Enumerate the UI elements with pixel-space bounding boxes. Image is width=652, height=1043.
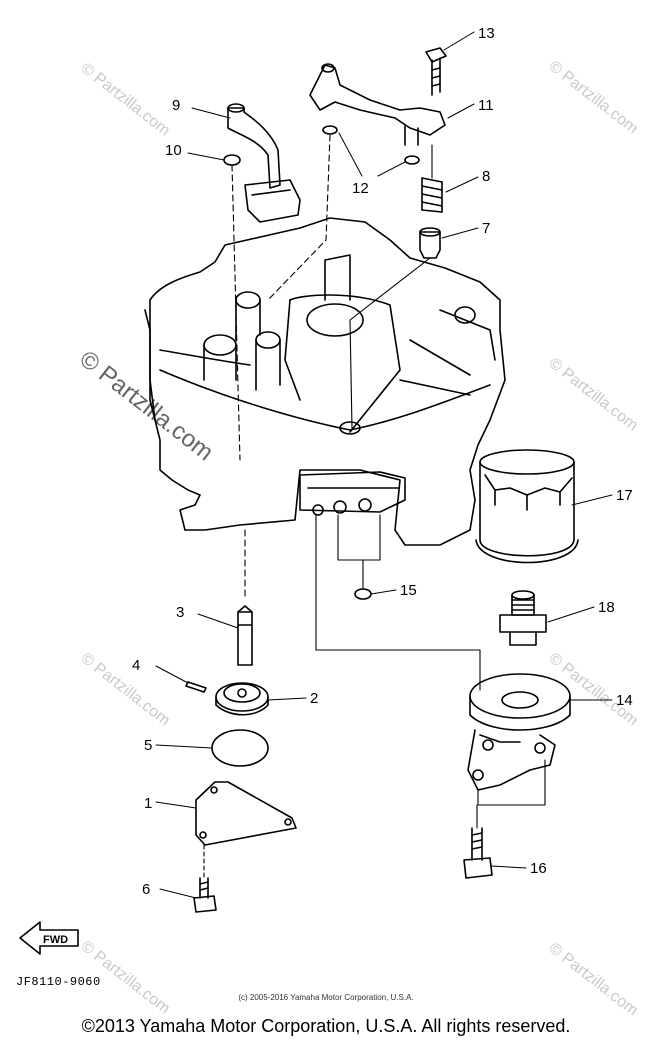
watermark: © Partzilla.com: [546, 650, 641, 730]
footer-copyright: ©2013 Yamaha Motor Corporation, U.S.A. A…: [81, 1016, 571, 1036]
callout-14: 14: [616, 692, 633, 709]
callout-17: 17: [616, 487, 633, 504]
pump-cover: [195, 781, 297, 846]
diagram-id: JF8110-9060: [16, 975, 101, 989]
callout-16: 16: [530, 860, 547, 877]
o-ring: [223, 154, 241, 166]
watermarks: © Partzilla.com © Partzilla.com © Partzi…: [74, 58, 641, 1020]
fwd-arrow: [19, 921, 79, 955]
relief-valve-bracket: [309, 63, 446, 146]
small-copyright: (c) 2005-2016 Yamaha Motor Corporation, …: [238, 993, 414, 1002]
watermark: © Partzilla.com: [74, 345, 218, 466]
callout-2: 2: [310, 690, 318, 707]
callout-18: 18: [598, 599, 615, 616]
leader-lines: [155, 31, 613, 899]
pump-shaft: [237, 605, 253, 666]
callout-1: 1: [144, 795, 152, 812]
callout-7: 7: [482, 220, 490, 237]
callout-8: 8: [482, 168, 490, 185]
callout-6: 6: [142, 881, 150, 898]
callout-5: 5: [144, 737, 152, 754]
oil-pump-body: [467, 673, 571, 791]
bolt: [425, 47, 447, 96]
callout-15: 15: [400, 582, 417, 599]
callout-9: 9: [172, 97, 180, 114]
watermark: © Partzilla.com: [546, 58, 641, 138]
oil-strainer: [227, 103, 301, 223]
callout-11: 11: [478, 97, 494, 114]
callout-13: 13: [478, 25, 495, 42]
oil-pan-body: [144, 217, 506, 546]
callout-labels: 13 9 11 10 12 8 7 17 15 18 3 4 2 14 5 1 …: [43, 25, 633, 946]
oil-filter: [475, 449, 579, 564]
pump-rotor: [215, 682, 269, 716]
callout-4: 4: [132, 657, 140, 674]
callout-10: 10: [165, 142, 182, 159]
bolt: [193, 877, 217, 913]
o-ring: [322, 125, 338, 135]
watermark: © Partzilla.com: [546, 355, 641, 435]
watermark: © Partzilla.com: [78, 650, 173, 730]
union-bolt: [499, 590, 547, 646]
watermark: © Partzilla.com: [78, 60, 173, 140]
spring: [421, 177, 443, 213]
bolt: [463, 827, 493, 879]
o-ring: [211, 729, 269, 767]
pin: [185, 681, 207, 693]
callout-3: 3: [176, 604, 184, 621]
assembly-lines: [203, 134, 546, 879]
relief-valve: [419, 227, 441, 259]
fwd-label: FWD: [43, 934, 68, 946]
o-ring: [404, 155, 420, 165]
watermark: © Partzilla.com: [546, 940, 641, 1020]
o-ring: [354, 588, 372, 600]
callout-12: 12: [352, 180, 369, 197]
